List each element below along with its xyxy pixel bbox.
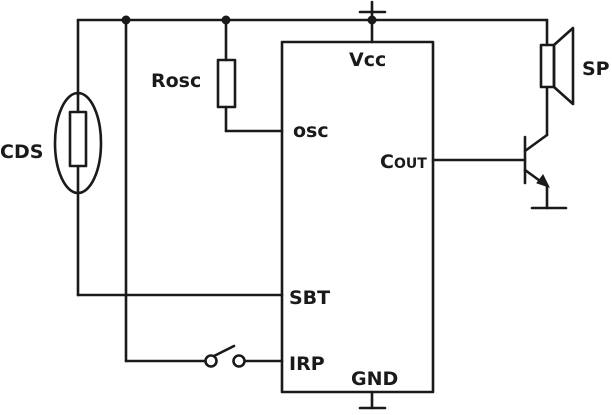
label-cds: CDS — [0, 141, 43, 163]
label-rosc: Rosc — [151, 70, 201, 92]
junction-dot-vcc — [367, 15, 377, 25]
speaker-icon — [539, 18, 575, 137]
label-cout-sub: OUT — [394, 156, 427, 172]
gnd-terminal — [358, 390, 387, 410]
label-cout: COUT — [380, 151, 427, 173]
label-osc: osc — [293, 120, 329, 142]
irp-switch — [124, 18, 284, 368]
label-vcc: Vcc — [349, 49, 386, 71]
label-cout-c: C — [380, 151, 394, 173]
label-irp: IRP — [289, 353, 325, 375]
label-gnd: GND — [351, 368, 398, 390]
transistor-icon — [431, 133, 568, 210]
label-sp: SP — [582, 58, 610, 80]
label-sbt: SBT — [289, 287, 330, 309]
rosc-resistor — [216, 18, 284, 133]
ic-body — [280, 40, 435, 394]
cds-photoresistor — [53, 18, 284, 297]
